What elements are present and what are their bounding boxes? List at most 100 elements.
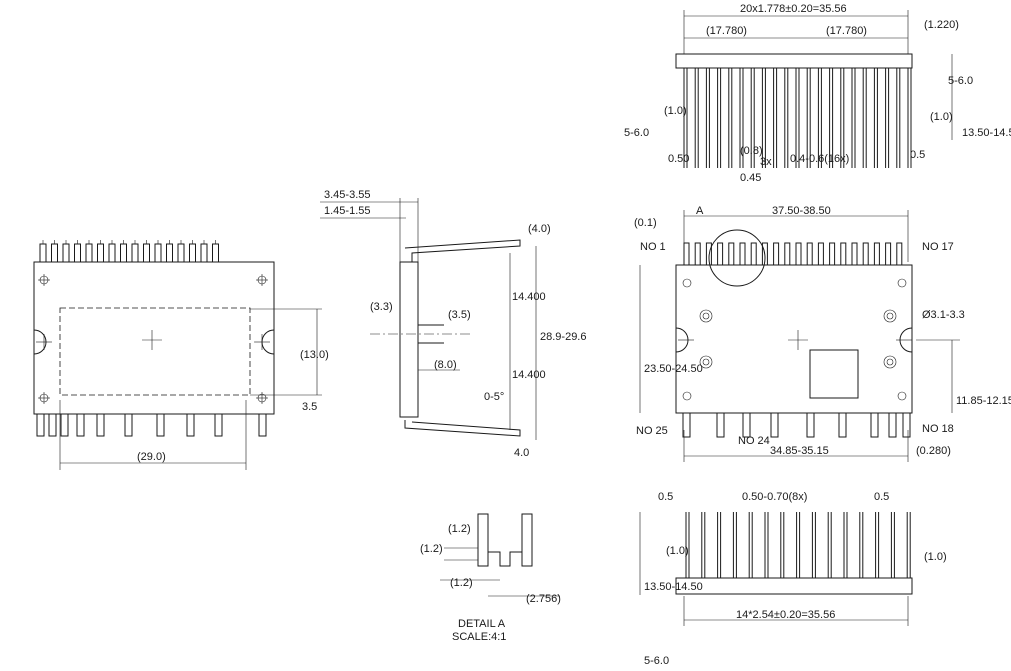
front-bottom-pin <box>124 413 133 437</box>
top-d08: (0.8) <box>740 145 763 157</box>
bottom-ref10a: (1.0) <box>666 545 689 557</box>
side-lead-len2: 14.400 <box>512 369 546 381</box>
bottom-d05b: 0.5 <box>874 491 889 503</box>
top-view-pin <box>862 68 867 168</box>
top-pins-view: 20x1.778±0.20=35.56 (17.780) (17.780) (1… <box>624 3 1011 184</box>
main-ref01: (0.1) <box>634 217 657 229</box>
main-bottom-pin <box>716 412 725 438</box>
side-lead-len1: 14.400 <box>512 291 546 303</box>
bottom-lower: 5-6.0 <box>644 655 669 667</box>
top-view-pin <box>896 68 901 168</box>
main-top-pin <box>773 242 780 266</box>
top-view-pin <box>829 68 834 168</box>
front-bottom-pin <box>60 413 69 437</box>
bottom-pitch: 14*2.54±0.20=35.56 <box>736 609 835 621</box>
side-d35: (3.5) <box>448 309 471 321</box>
side-d33: (3.3) <box>370 301 393 313</box>
main-width: 37.50-38.50 <box>772 205 831 217</box>
detail-d12a: (1.2) <box>448 523 471 535</box>
top-d050: 0.50 <box>668 153 689 165</box>
top-view-pin <box>840 68 845 168</box>
main-top-pin <box>739 242 746 266</box>
front-top-pin <box>120 240 127 263</box>
main-top-pin <box>829 242 836 266</box>
top-view-pin <box>717 68 722 168</box>
front-top-pin <box>108 240 116 263</box>
front-top-pin <box>62 240 70 263</box>
detail-a-circle <box>708 229 766 287</box>
top-d3x: 3x <box>760 156 772 168</box>
bottom-view-pin <box>780 512 785 578</box>
front-height-label: (13.0) <box>300 349 329 361</box>
bottom-left-h: 13.50-14.50 <box>644 581 703 593</box>
top-right-h: 5-6.0 <box>948 75 973 87</box>
main-top-pin <box>694 242 701 266</box>
top-view-pin <box>873 68 878 168</box>
front-marks <box>36 274 270 404</box>
main-no17: NO 17 <box>922 241 954 253</box>
bottom-view-pin <box>890 512 895 578</box>
bottom-view-pin <box>796 512 801 578</box>
front-top-pin <box>85 240 93 263</box>
bottom-view-pin <box>906 512 911 578</box>
main-bottom-pin <box>902 412 911 438</box>
front-top-pin <box>39 240 47 263</box>
top-view-pin <box>728 68 733 168</box>
main-top-pin <box>784 242 791 266</box>
side-tilt: (4.0) <box>528 223 551 235</box>
side-top-dim2: 1.45-1.55 <box>324 205 370 217</box>
front-top-pin <box>74 240 81 263</box>
top-view-pin <box>885 68 890 168</box>
bottom-view-pin <box>811 512 816 578</box>
front-top-pin <box>177 240 185 263</box>
main-top-pin <box>896 242 903 266</box>
bottom-view-pins <box>685 512 911 578</box>
main-bottom-pin <box>838 412 847 438</box>
front-top-pin <box>200 240 208 263</box>
front-view: (29.0) (13.0) 3.5 <box>33 240 329 470</box>
bottom-ref10b: (1.0) <box>924 551 947 563</box>
main-top-pin <box>840 242 847 266</box>
main-no25: NO 25 <box>636 425 668 437</box>
top-view-pin <box>795 68 800 168</box>
main-top-pin <box>761 242 768 266</box>
main-top-pin <box>750 242 757 266</box>
main-hole: Ø3.1-3.3 <box>922 309 965 321</box>
main-bottom-pin <box>682 412 691 438</box>
main-no24: NO 24 <box>738 435 770 447</box>
main-height: 23.50-24.50 <box>644 363 703 375</box>
front-bottom-pins <box>36 413 267 437</box>
front-bottom-pin <box>48 413 57 437</box>
detail-d2756: (2.756) <box>526 593 561 605</box>
main-marks <box>678 278 912 401</box>
main-top-pin <box>873 242 880 266</box>
bottom-view-pin <box>701 512 706 578</box>
bottom-view-pin <box>827 512 832 578</box>
front-inner-outline <box>59 307 251 396</box>
top-pitch: 20x1.778±0.20=35.56 <box>740 3 847 15</box>
front-bottom-pin <box>156 413 165 437</box>
main-top-pin <box>851 242 858 266</box>
detail-a-view: (1.2) (1.2) (1.2) (2.756) DETAIL A SCALE… <box>420 513 561 643</box>
main-top-pin <box>862 242 869 266</box>
main-view: A 37.50-38.50 (0.1) NO 1 NO 17 NO 25 NO … <box>634 205 1011 462</box>
front-body-outline <box>33 261 275 415</box>
main-no1: NO 1 <box>640 241 666 253</box>
top-d0406: 0.4-0.6(16x) <box>790 153 849 165</box>
top-view-pin <box>705 68 710 168</box>
front-bottom-pin <box>36 413 45 437</box>
top-view-pin <box>761 68 766 168</box>
detail-caption2: SCALE:4:1 <box>452 631 506 643</box>
bottom-view-pin <box>859 512 864 578</box>
detail-d12b: (1.2) <box>420 543 443 555</box>
main-bottom-pin <box>742 412 751 438</box>
main-body-outline <box>675 264 913 414</box>
front-top-pin <box>97 240 104 263</box>
main-top-pins <box>683 242 903 266</box>
top-half-right: (17.780) <box>826 25 867 37</box>
top-view-pin <box>851 68 856 168</box>
main-top-pin <box>806 242 813 266</box>
side-d80: (8.0) <box>434 359 457 371</box>
front-top-pin <box>143 240 150 263</box>
front-bottom-pin <box>214 413 223 437</box>
